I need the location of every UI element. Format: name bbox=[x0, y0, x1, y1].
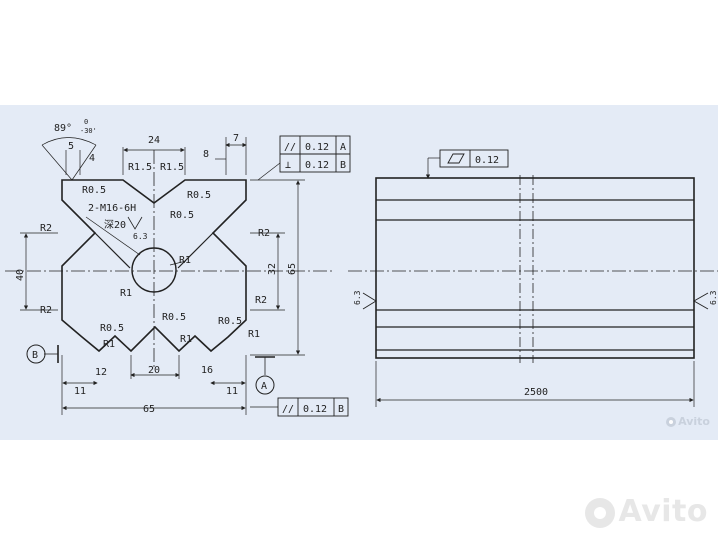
r2-lower-right: R2 bbox=[255, 295, 267, 306]
vblock-outline bbox=[61, 179, 247, 353]
roughness-left: 6.3 bbox=[353, 290, 362, 305]
r15-a: R1.5 bbox=[128, 162, 152, 173]
r1-center: R1 bbox=[179, 255, 191, 266]
dim-24: 24 bbox=[148, 135, 160, 146]
r05-bottom-2: R0.5 bbox=[162, 312, 186, 323]
dim-65-horizontal: 65 bbox=[143, 404, 155, 415]
r2-lower-left: R2 bbox=[40, 305, 52, 316]
flatness-value: 0.12 bbox=[475, 155, 499, 166]
avito-logo-icon bbox=[584, 497, 615, 528]
dim-40: 40 bbox=[15, 269, 26, 281]
tol3-ref: B bbox=[338, 404, 344, 415]
dim-5: 5 bbox=[68, 141, 74, 152]
dim-8: 8 bbox=[203, 149, 209, 160]
dim-4: 4 bbox=[89, 153, 95, 164]
tol3-symbol: // bbox=[282, 404, 294, 415]
angle-tol-upper: 0 bbox=[84, 118, 88, 126]
left-view bbox=[5, 135, 351, 417]
dim-65-vertical: 65 bbox=[287, 263, 298, 275]
right-view bbox=[348, 149, 718, 407]
thread-depth: 深20 bbox=[104, 219, 126, 231]
tol3-value: 0.12 bbox=[303, 404, 327, 415]
watermark-small-text: Avito bbox=[678, 415, 710, 428]
right-view-labels: 0.12 6.3 6.3 2500 bbox=[353, 155, 718, 398]
angle-label: 89° bbox=[54, 123, 72, 134]
angle-tol-lower: -30' bbox=[80, 127, 97, 135]
thread-roughness: 6.3 bbox=[133, 232, 148, 241]
dim-20: 20 bbox=[148, 365, 160, 376]
r1-bottom-3: R1 bbox=[248, 329, 260, 340]
r05-mid: R0.5 bbox=[170, 210, 194, 221]
r2-upper-right: R2 bbox=[258, 228, 270, 239]
tol2-ref: B bbox=[340, 160, 346, 171]
avito-logo-icon bbox=[666, 417, 677, 427]
dim-16: 16 bbox=[201, 365, 213, 376]
r2-upper-left: R2 bbox=[40, 223, 52, 234]
roughness-right: 6.3 bbox=[709, 290, 718, 305]
r1-bottom-2: R1 bbox=[180, 334, 192, 345]
watermark-small: Avito bbox=[666, 415, 710, 428]
thread-spec: 2-M16-6H bbox=[88, 203, 136, 214]
drawing-sheet bbox=[0, 105, 718, 440]
dim-11-left: 11 bbox=[74, 386, 86, 397]
left-view-labels: 89° 0 -30' 5 4 24 7 8 R1.5 R1.5 R0.5 R0.… bbox=[15, 118, 346, 415]
tol2-symbol: ⊥ bbox=[285, 160, 291, 171]
r15-b: R1.5 bbox=[160, 162, 184, 173]
datum-a: A bbox=[261, 381, 267, 392]
dim-32: 32 bbox=[267, 263, 278, 275]
technical-drawing: 89° 0 -30' 5 4 24 7 8 R1.5 R1.5 R0.5 R0.… bbox=[5, 118, 718, 417]
tol1-ref: A bbox=[340, 142, 346, 153]
r05-top-right: R0.5 bbox=[187, 190, 211, 201]
watermark-large: Avito bbox=[584, 494, 708, 529]
r05-bottom-1: R0.5 bbox=[100, 323, 124, 334]
dim-11-right: 11 bbox=[226, 386, 238, 397]
tol1-symbol: // bbox=[284, 142, 296, 153]
tol2-value: 0.12 bbox=[305, 160, 329, 171]
datum-b: B bbox=[32, 350, 38, 361]
r05-top-left: R0.5 bbox=[82, 185, 106, 196]
r1-bottom-1: R1 bbox=[103, 339, 115, 350]
tol1-value: 0.12 bbox=[305, 142, 329, 153]
bar-outline bbox=[375, 177, 695, 359]
r1-left: R1 bbox=[120, 288, 132, 299]
r05-bottom-3: R0.5 bbox=[218, 316, 242, 327]
length-dim: 2500 bbox=[524, 387, 548, 398]
dim-12: 12 bbox=[95, 367, 107, 378]
dim-7: 7 bbox=[233, 133, 239, 144]
watermark-large-text: Avito bbox=[618, 494, 708, 529]
